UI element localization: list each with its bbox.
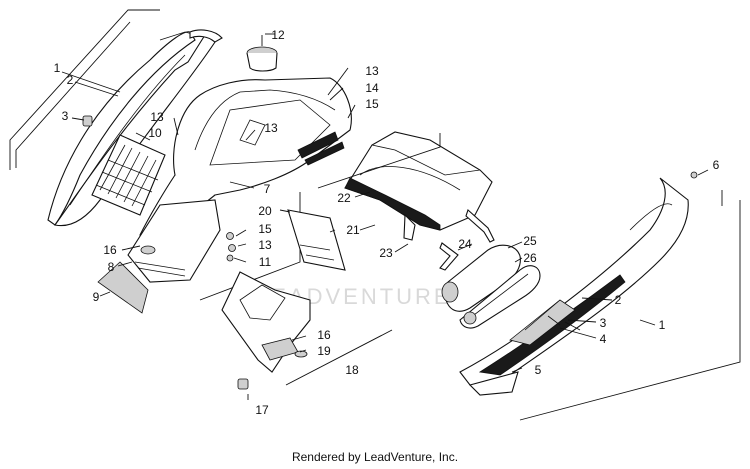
left-side-panel — [47, 29, 223, 227]
callout-10: 10 — [148, 126, 162, 140]
callout-19: 19 — [317, 344, 331, 358]
callout-5: 5 — [535, 363, 542, 377]
callout-15: 15 — [258, 222, 272, 236]
callout-22: 22 — [337, 191, 351, 205]
callout-7: 7 — [264, 182, 271, 196]
fastener-icon — [82, 115, 93, 127]
callout-21: 21 — [346, 223, 360, 237]
vent-grille — [91, 134, 166, 216]
callout-2: 2 — [615, 293, 622, 307]
muffler-assembly — [441, 244, 541, 329]
callout-4: 4 — [600, 332, 607, 346]
callout-23: 23 — [379, 246, 393, 260]
air-box — [344, 131, 493, 241]
fastener-icon — [237, 378, 249, 390]
callout-13: 13 — [258, 238, 272, 252]
callout-6: 6 — [713, 158, 720, 172]
callout-20: 20 — [258, 204, 272, 218]
lower-nose — [97, 199, 221, 314]
callout-8: 8 — [108, 260, 115, 274]
callout-9: 9 — [93, 290, 100, 304]
callout-3: 3 — [62, 109, 69, 123]
callout-3: 3 — [600, 316, 607, 330]
callout-13: 13 — [365, 64, 379, 78]
callout-12: 12 — [271, 28, 285, 42]
callout-18: 18 — [345, 363, 359, 377]
callout-13: 13 — [264, 121, 278, 135]
callout-1: 1 — [54, 61, 61, 75]
windshield-piece — [287, 209, 346, 271]
callout-16: 16 — [103, 243, 117, 257]
callout-16: 16 — [317, 328, 331, 342]
callout-1: 1 — [659, 318, 666, 332]
straps — [439, 209, 495, 271]
callout-17: 17 — [255, 403, 269, 417]
callout-labels: 1 2 3 10 12 13 13 13 14 15 7 22 6 20 15 … — [54, 28, 720, 417]
hardware-cluster — [226, 232, 236, 262]
callout-24: 24 — [458, 237, 472, 251]
callout-2: 2 — [67, 73, 74, 87]
callout-11: 11 — [259, 255, 272, 269]
callout-14: 14 — [365, 81, 379, 95]
right-side-panel — [459, 171, 698, 396]
callout-13: 13 — [150, 110, 164, 124]
lower-panel — [221, 271, 311, 390]
callout-15: 15 — [365, 97, 379, 111]
footer-credit: Rendered by LeadVenture, Inc. — [291, 450, 459, 464]
callout-26: 26 — [523, 251, 537, 265]
callout-25: 25 — [523, 234, 537, 248]
